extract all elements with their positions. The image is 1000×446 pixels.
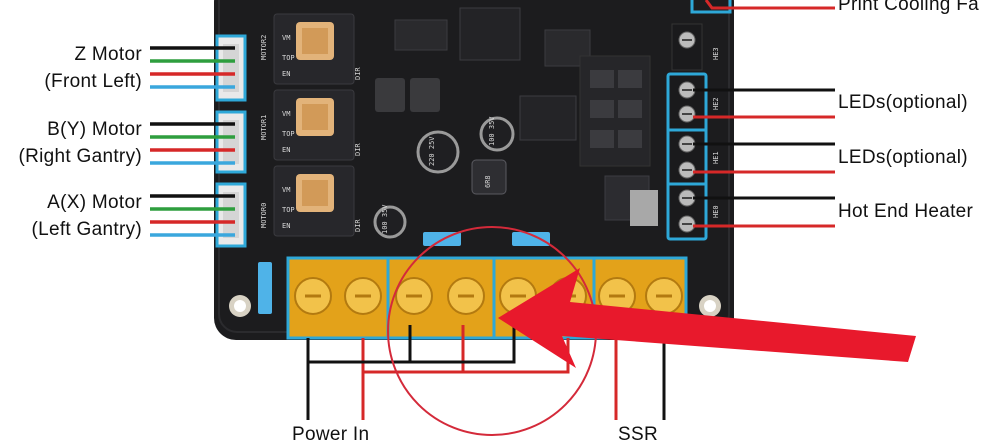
- motor1-connector: [215, 110, 247, 174]
- silk-top-2: TOP: [282, 54, 295, 62]
- silk-cap1: 100 35V: [488, 116, 496, 146]
- fuse-side: [258, 262, 272, 314]
- silk-motor2: MOTOR2: [260, 35, 268, 60]
- silk-en-1: EN: [282, 146, 290, 154]
- label-ssr: SSR: [618, 424, 658, 445]
- silk-top-0: TOP: [282, 206, 295, 214]
- label-z-motor: Z Motor: [74, 44, 142, 65]
- label-leds-2: LEDs(optional): [838, 147, 968, 168]
- silk-he0: HE0: [712, 205, 720, 218]
- silk-vm-2: VM: [282, 34, 290, 42]
- label-a-motor-position: (Left Gantry): [31, 219, 142, 240]
- silk-vm-0: VM: [282, 186, 290, 194]
- heater-wires: [693, 0, 835, 228]
- label-print-cooling-fan: Print Cooling Fa: [838, 0, 980, 15]
- capacitor-100uf-bottom: 100 35V: [373, 204, 407, 239]
- silk-dir-0: DIR: [354, 219, 362, 232]
- label-leds-1: LEDs(optional): [838, 92, 968, 113]
- capacitor-100uf-top: 100 35V: [479, 116, 515, 152]
- motor-wires: [150, 46, 235, 237]
- silk-cap3: 100 35V: [381, 204, 389, 234]
- power-wires: [306, 318, 666, 420]
- capacitor-220uf: 220 25V: [416, 130, 460, 174]
- label-hot-end-heater: Hot End Heater: [838, 201, 974, 222]
- stepper-driver-1: [273, 89, 355, 161]
- label-a-motor: A(X) Motor: [47, 192, 142, 213]
- fuse-center: [512, 232, 550, 246]
- silk-dir-1: DIR: [354, 143, 362, 156]
- label-power-in: Power In: [292, 424, 370, 445]
- label-b-motor: B(Y) Motor: [47, 119, 142, 140]
- label-z-motor-position: (Front Left): [44, 71, 142, 92]
- silk-vm-1: VM: [282, 110, 290, 118]
- motor2-connector: [215, 34, 247, 102]
- inductor: 6R8: [471, 159, 507, 195]
- silk-he1: HE1: [712, 151, 720, 164]
- silk-inductor: 6R8: [484, 175, 492, 188]
- heater-terminal-block: [666, 72, 708, 241]
- silk-en-0: EN: [282, 222, 290, 230]
- silk-top-1: TOP: [282, 130, 295, 138]
- label-b-motor-position: (Right Gantry): [18, 146, 142, 167]
- silk-en-2: EN: [282, 70, 290, 78]
- stepper-driver-0: [273, 165, 355, 237]
- silk-cap2: 220 25V: [428, 136, 436, 166]
- silk-motor1: MOTOR1: [260, 115, 268, 140]
- silk-he3: HE3: [712, 47, 720, 60]
- stepper-driver-2: [273, 13, 355, 85]
- silk-motor0: MOTOR0: [260, 203, 268, 228]
- red-arrow: [498, 268, 916, 368]
- silk-he2: HE2: [712, 97, 720, 110]
- silk-dir-2: DIR: [354, 67, 362, 80]
